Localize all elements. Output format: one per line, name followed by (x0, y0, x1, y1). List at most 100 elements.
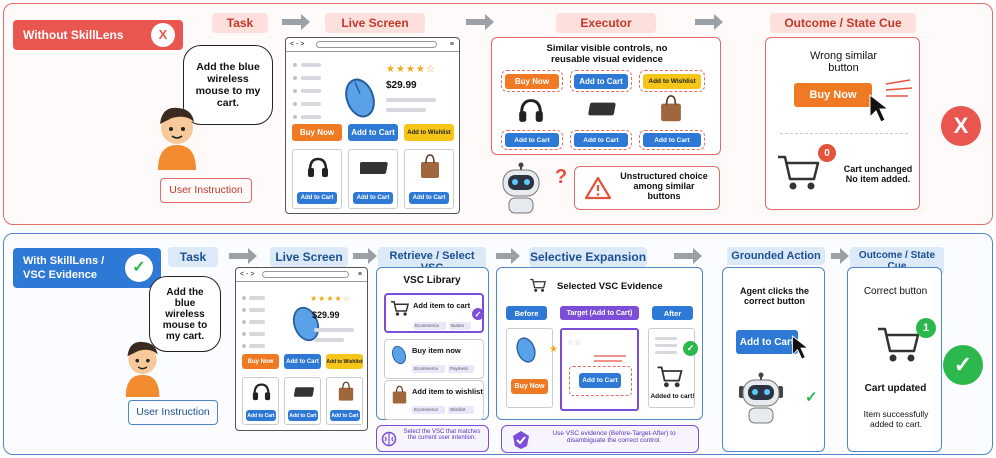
after-check-icon: ✓ (683, 341, 698, 356)
add-to-cart-button[interactable]: Add to Cart (574, 133, 628, 147)
add-to-cart-button[interactable]: Add to Cart (643, 133, 701, 147)
with-skilllens-badge: With SkillLens / VSC Evidence ✓ (13, 248, 161, 288)
section-live-screen: Live Screen (325, 13, 425, 33)
cart-status: Item successfully added to cart. (863, 409, 929, 429)
phase-target-label: Target (Add to Cart) (560, 306, 639, 320)
address-bar[interactable] (316, 41, 437, 48)
shopping-bag-icon (338, 381, 354, 401)
add-to-cart-button[interactable]: Add to Cart (409, 192, 449, 204)
browser-toolbar: < - > ≡ (236, 268, 367, 282)
vsc-tag: Ecommerce (412, 365, 445, 373)
cart-icon (778, 155, 820, 190)
user-instruction-label: User Instruction (160, 178, 252, 203)
stars-outline-icon: ☆☆ (567, 338, 582, 347)
shopping-bag-icon (661, 95, 681, 122)
fail-x-icon: X (941, 106, 981, 146)
vsc-library-box: VSC Library Add item to cart Ecommerce B… (376, 267, 489, 420)
vsc-library-title: VSC Library (403, 275, 461, 286)
mouse-icon (516, 337, 536, 363)
with-skilllens-label: With SkillLens / VSC Evidence (23, 255, 105, 281)
add-to-cart-button[interactable]: Add to Cart (353, 192, 393, 204)
product-card-headphones: Add to Cart (292, 149, 342, 209)
without-skilllens-badge: Without SkillLens X (13, 20, 183, 50)
vsc-tag: Ecommerce (413, 322, 446, 330)
product-card-keyboard: Add to Cart (348, 149, 398, 209)
address-bar[interactable] (262, 271, 349, 278)
vsc-item-buy-now[interactable]: Buy item now Ecommerce Payment (384, 339, 484, 379)
flow-arrow (674, 248, 702, 264)
add-to-wishlist-button[interactable]: Add to Wishlist (643, 74, 701, 89)
user-avatar-icon (125, 341, 160, 397)
warning-box: Unstructured choice among similar button… (574, 166, 720, 210)
add-to-wishlist-button[interactable]: Add to Wishlist (404, 124, 454, 141)
phase-before-label: Before (506, 306, 547, 320)
user-request-bubble: Add the blue wireless mouse to my cart. (149, 276, 221, 352)
section-grounded: Grounded Action (727, 247, 825, 265)
keyboard-icon (360, 162, 388, 174)
buy-now-button[interactable]: Buy Now (794, 83, 872, 107)
vsc-item-add-to-wishlist[interactable]: Add item to wishlist Ecommerce Wishlist (384, 380, 484, 420)
add-to-cart-button[interactable]: Add to Cart (574, 74, 628, 89)
cart-icon (657, 366, 683, 388)
vsc-item-label: Add item to wishlist (412, 387, 483, 396)
vsc-item-add-to-cart[interactable]: Add item to cart Ecommerce Button (384, 293, 484, 333)
selected-check-icon: ✓ (472, 308, 484, 320)
browser-nav[interactable]: < - > (240, 271, 255, 278)
product-price: $29.99 (312, 310, 340, 320)
add-to-cart-button[interactable]: Add to Cart (246, 410, 276, 421)
user-instruction-label: User Instruction (128, 400, 218, 425)
add-to-cart-button[interactable]: Add to Cart (736, 330, 798, 354)
add-to-cart-button[interactable]: Add to Cart (284, 354, 321, 369)
mouse-icon (345, 78, 375, 118)
user-avatar-icon (158, 107, 196, 170)
vsc-item-label: Buy item now (412, 346, 461, 355)
cart-icon (878, 327, 920, 362)
add-to-cart-button[interactable]: Add to Cart (505, 133, 559, 147)
add-to-cart-button[interactable]: Add to Cart (348, 124, 398, 141)
rating-stars: ★★★★☆ (386, 64, 436, 75)
flow-arrow (831, 248, 849, 264)
selected-vsc-title: Selected VSC Evidence (557, 281, 663, 292)
buy-now-button[interactable]: Buy Now (505, 74, 559, 89)
x-mark-icon: X (151, 23, 175, 47)
without-skilllens-label: Without SkillLens (23, 28, 124, 42)
headphones-icon (308, 157, 328, 177)
buy-now-button[interactable]: Buy Now (511, 379, 548, 394)
target-frame: ☆☆ Add to Cart (560, 328, 639, 411)
browser-nav[interactable]: < - > (290, 41, 305, 48)
menu-icon[interactable]: ≡ (449, 41, 454, 48)
keyboard-icon (588, 102, 616, 116)
flow-arrow (466, 14, 494, 30)
vsc-note: Select the VSC that matches the current … (403, 429, 481, 441)
cart-count-badge: 1 (916, 318, 936, 338)
add-to-cart-button[interactable]: Add to Cart (579, 373, 621, 388)
agent-text: Agent clicks the correct button (739, 286, 810, 306)
buy-now-button[interactable]: Buy Now (292, 124, 342, 141)
add-to-cart-button[interactable]: Add to Cart (330, 410, 360, 421)
cursor-icon (869, 93, 890, 123)
outcome-box: Wrong similar button Buy Now 0 Cart unch… (765, 37, 920, 210)
add-to-cart-button[interactable]: Add to Cart (297, 192, 337, 204)
check-mark-icon: ✓ (125, 254, 153, 282)
outcome-box: Correct button 1 Cart updated Item succe… (847, 267, 942, 452)
flow-arrow (353, 248, 377, 264)
keyboard-icon (293, 387, 314, 397)
executor-title: Similar visible controls, no reusable vi… (546, 43, 668, 65)
expansion-note: Use VSC evidence (Before-Target-After) t… (552, 430, 676, 444)
after-text: Added to cart! (650, 393, 695, 400)
warning-icon (585, 176, 611, 200)
cart-icon (530, 278, 546, 292)
outcome-title: Correct button (863, 286, 928, 297)
robot-agent-icon (739, 372, 783, 424)
section-task: Task (168, 247, 218, 267)
before-frame: Buy Now (506, 328, 553, 408)
user-request-bubble: Add the blue wireless mouse to my cart. (183, 45, 273, 125)
add-to-cart-button[interactable]: Add to Cart (288, 410, 318, 421)
star-icon: ★ (549, 344, 558, 355)
question-mark-icon: ? (555, 166, 568, 188)
shopping-bag-icon (392, 385, 407, 404)
add-to-wishlist-button[interactable]: Add to Wishlist (326, 354, 363, 369)
buy-now-button[interactable]: Buy Now (242, 354, 279, 369)
menu-icon[interactable]: ≡ (357, 271, 362, 278)
headphones-icon (519, 99, 543, 122)
